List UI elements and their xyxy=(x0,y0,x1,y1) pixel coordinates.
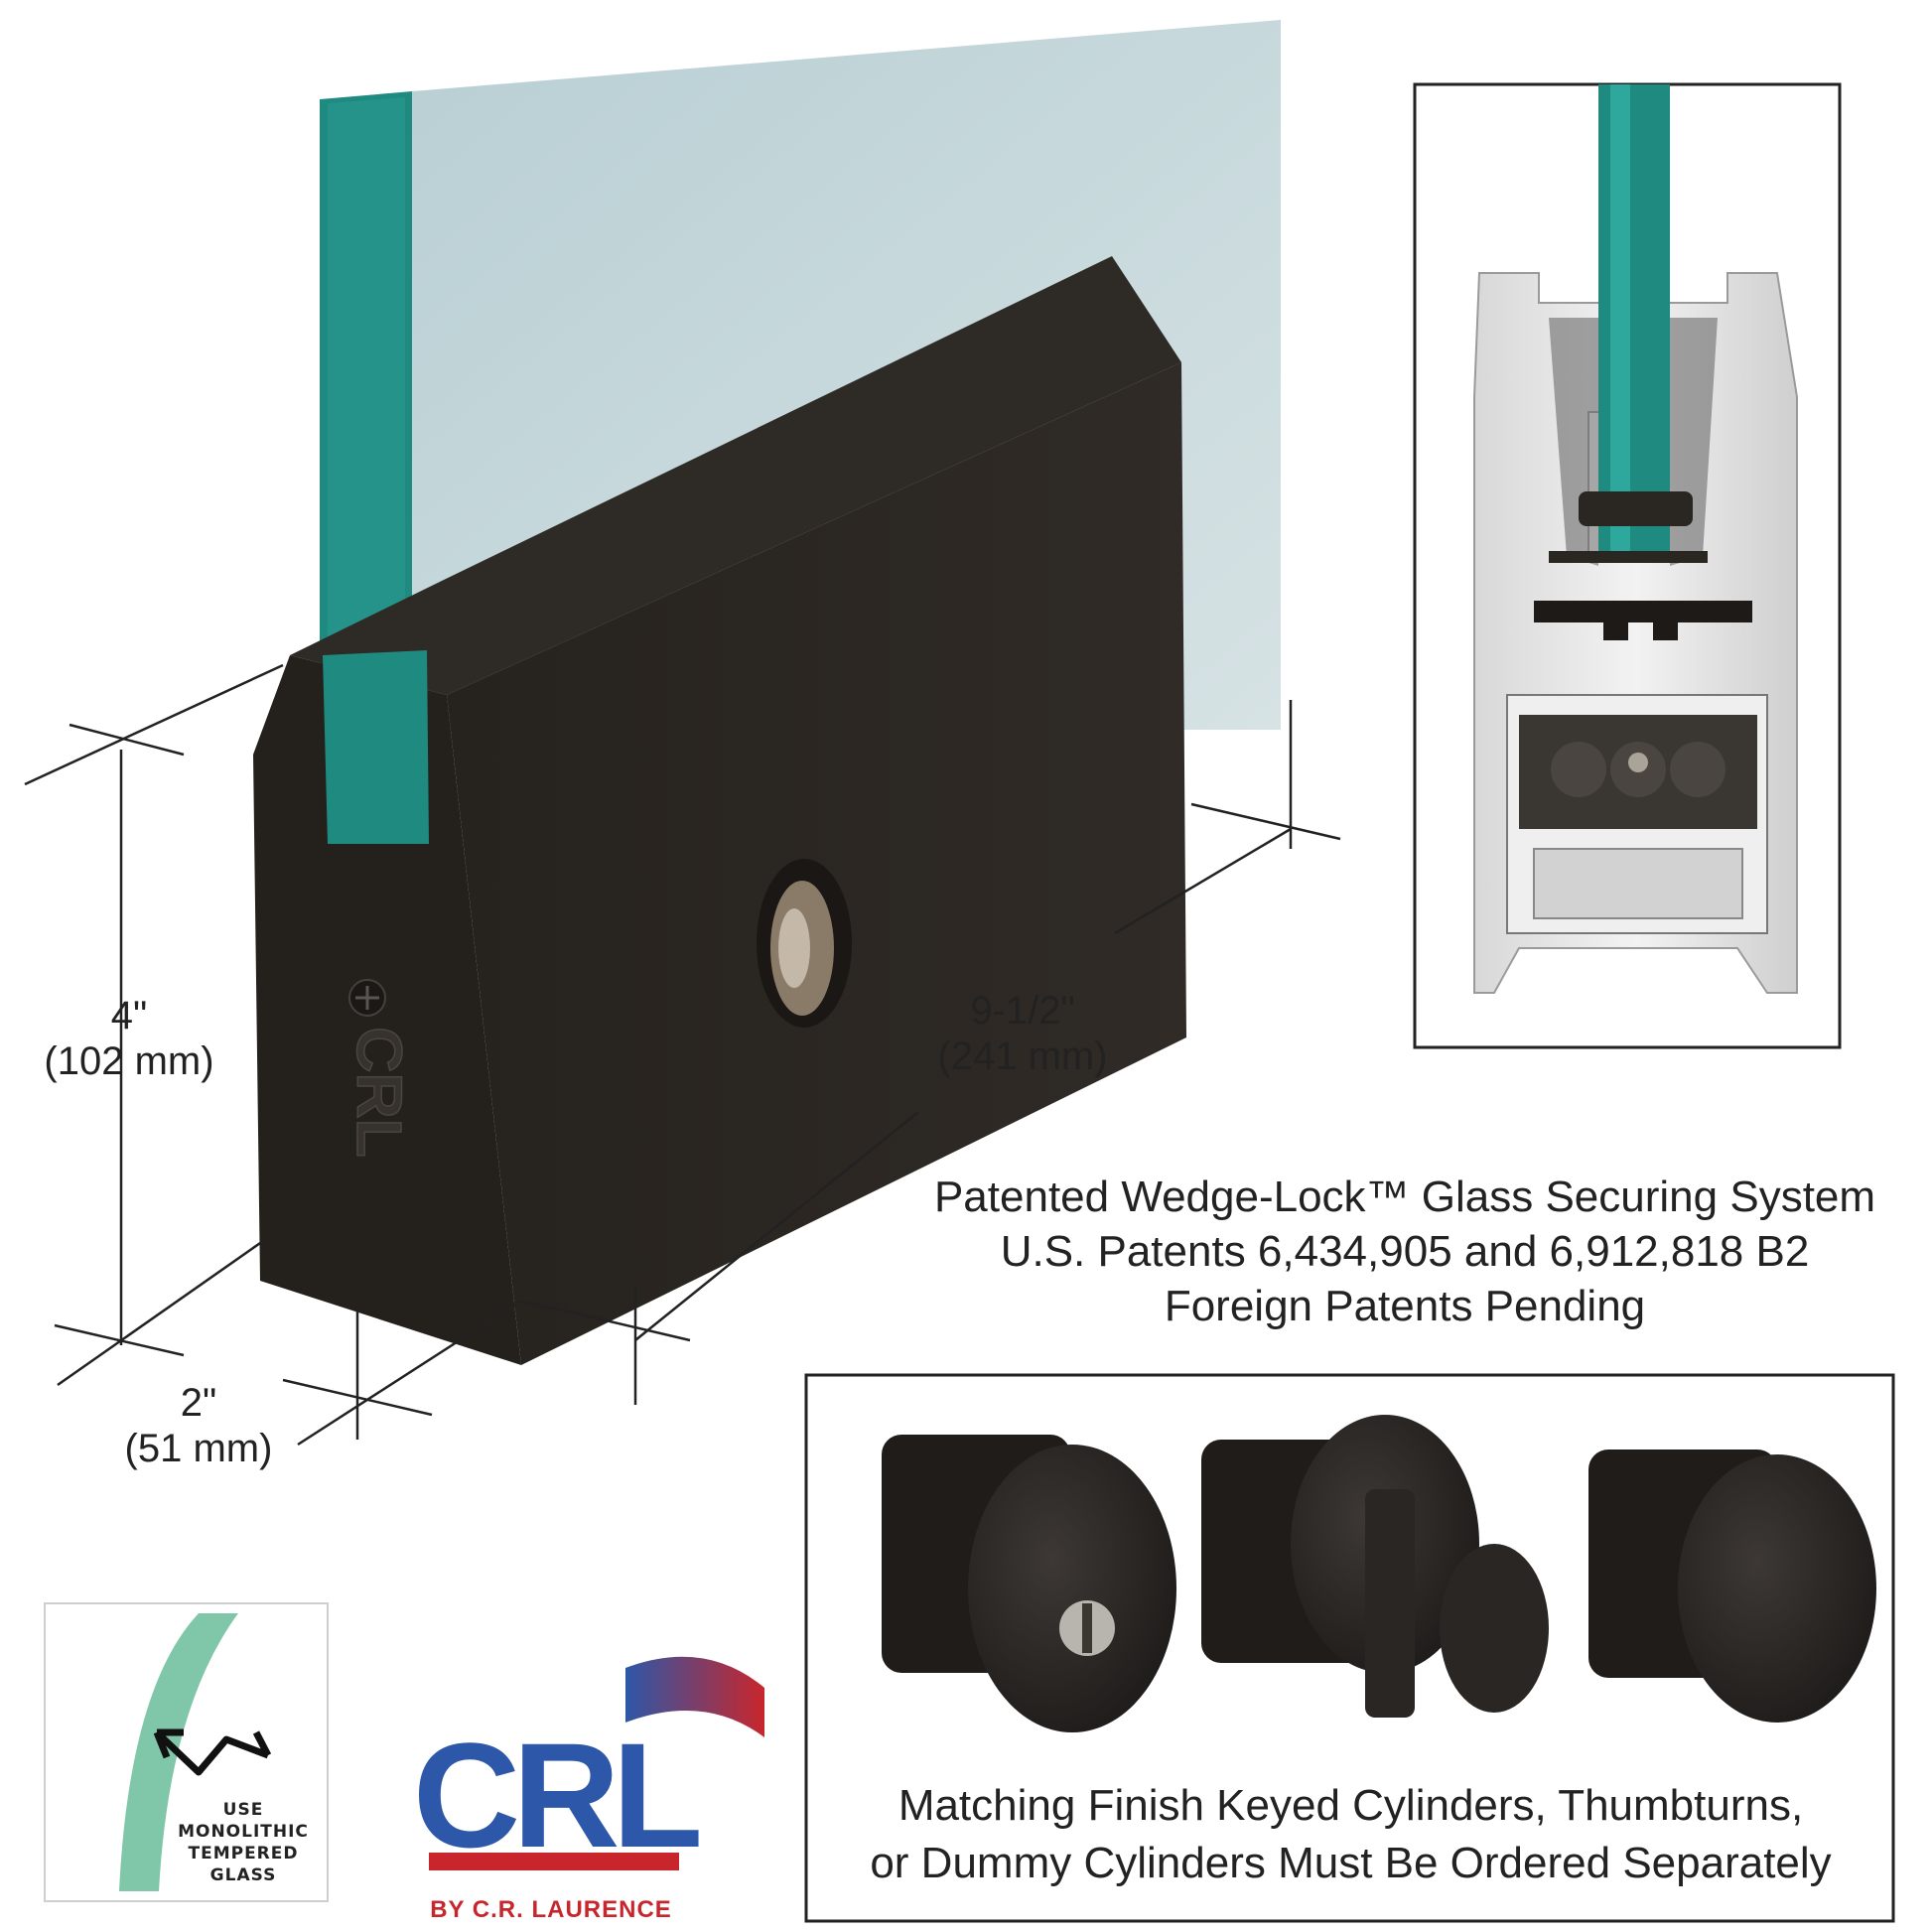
depth-inches: 2" xyxy=(180,1381,217,1425)
patch-fitting-body xyxy=(253,256,1186,1365)
cross-section-inset xyxy=(1413,82,1842,1049)
length-millimeters: (241 mm) xyxy=(937,1035,1108,1078)
keyed-cylinder-icon xyxy=(882,1435,1176,1732)
crl-brand-logo: CRL xyxy=(413,1656,764,1878)
cylinders-caption: Matching Finish Keyed Cylinders, Thumbtu… xyxy=(812,1777,1889,1892)
thumbturn-cylinder-icon xyxy=(1201,1415,1549,1718)
cylinders-caption-line-1: Matching Finish Keyed Cylinders, Thumbtu… xyxy=(897,1781,1804,1830)
height-dimension-label: 4" (102 mm) xyxy=(20,993,238,1084)
dimension-lines xyxy=(24,663,1341,1447)
height-millimeters: (102 mm) xyxy=(44,1039,214,1083)
height-inches: 4" xyxy=(110,994,148,1037)
depth-dimension-label: 2" (51 mm) xyxy=(89,1380,308,1471)
glass-recycle-icon xyxy=(153,1728,272,1776)
cylinders-caption-line-2: or Dummy Cylinders Must Be Ordered Separ… xyxy=(870,1839,1832,1887)
patent-line-3: Foreign Patents Pending xyxy=(1164,1282,1646,1330)
glass-badge-line-4: GLASS xyxy=(209,1865,277,1885)
tempered-glass-badge xyxy=(44,1602,329,1902)
svg-text:CRL: CRL xyxy=(344,1027,415,1158)
patent-line-2: U.S. Patents 6,434,905 and 6,912,818 B2 xyxy=(1000,1227,1810,1276)
dummy-cylinder-icon xyxy=(1588,1449,1876,1723)
patent-line-1: Patented Wedge-Lock™ Glass Securing Syst… xyxy=(933,1173,1876,1221)
depth-millimeters: (51 mm) xyxy=(124,1427,273,1470)
length-dimension-label: 9-1/2" (241 mm) xyxy=(913,988,1132,1079)
glass-badge-line-2: MONOLITHIC xyxy=(178,1822,309,1842)
svg-text:CRL: CRL xyxy=(413,1712,700,1878)
glass-badge-line-1: USE xyxy=(222,1800,264,1820)
length-inches: 9-1/2" xyxy=(970,989,1075,1033)
crl-emboss-icon: CRL xyxy=(343,1026,416,1158)
glass-badge-line-3: TEMPERED xyxy=(188,1844,299,1863)
brand-by-line: BY C.R. LAURENCE xyxy=(430,1896,672,1923)
cylinders-inset xyxy=(804,1373,1895,1923)
glass-badge-text: USE MONOLITHIC TEMPERED GLASS xyxy=(139,1799,347,1886)
patent-info: Patented Wedge-Lock™ Glass Securing Syst… xyxy=(894,1170,1916,1333)
